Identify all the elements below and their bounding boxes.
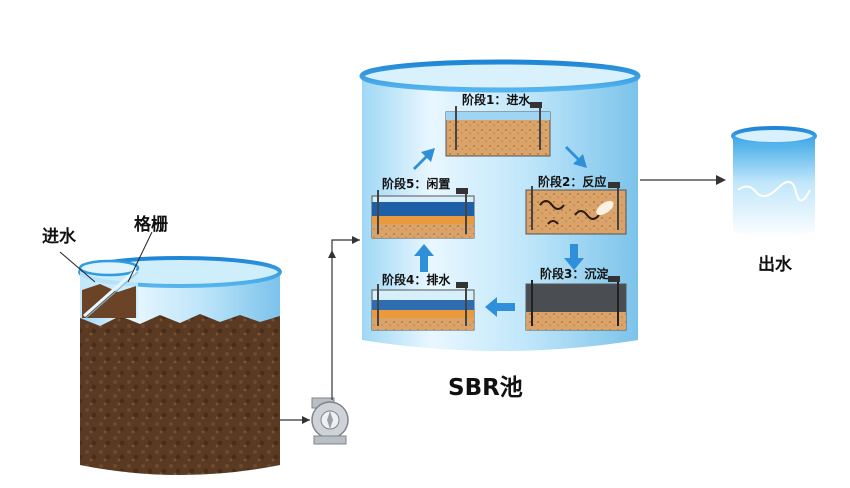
stage-5-box — [371, 188, 475, 239]
stage-3-label: 阶段3：沉淀 — [540, 266, 609, 281]
sbr-title: SBR池 — [448, 375, 523, 401]
stage-5-label: 阶段5：闲置 — [382, 176, 450, 191]
pump-to-sbr-pipe — [331, 239, 360, 400]
outlet-line — [640, 175, 726, 185]
basin-sludge — [80, 314, 280, 475]
arrow-5-to-1 — [413, 148, 435, 170]
screen-bar — [83, 268, 137, 318]
inlet-label: 进水 — [42, 227, 76, 247]
stage-4-label: 阶段4：排水 — [382, 272, 451, 287]
arrow-4-to-5 — [414, 244, 434, 272]
sbr-rim — [359, 59, 641, 93]
screen-label: 格栅 — [134, 215, 168, 235]
stage-1-box — [445, 102, 551, 157]
stage-1-label: 阶段1：进水 — [462, 92, 531, 107]
inlet-chamber-rim — [78, 259, 140, 277]
outlet-label: 出水 — [758, 255, 792, 275]
white-blob — [648, 259, 811, 430]
sbr-tank — [359, 59, 641, 351]
inlet-basin — [59, 231, 282, 475]
stage-2-label: 阶段2：反应 — [538, 174, 606, 189]
inlet-pointer — [59, 251, 96, 283]
screen-pointer — [127, 231, 153, 283]
arrow-1-to-2 — [565, 146, 587, 168]
arrow-2-to-3 — [564, 244, 584, 270]
stage-2-box — [525, 182, 627, 235]
stage-3-box — [525, 276, 627, 331]
pump-icon — [311, 397, 349, 445]
cycle-arrows — [413, 146, 587, 317]
arrow-3-to-4 — [485, 297, 515, 317]
outlet-cup — [731, 126, 817, 238]
stage-4-box — [371, 282, 475, 331]
pipe-and-pump — [280, 236, 360, 445]
inlet-chamber-sludge — [82, 284, 136, 318]
